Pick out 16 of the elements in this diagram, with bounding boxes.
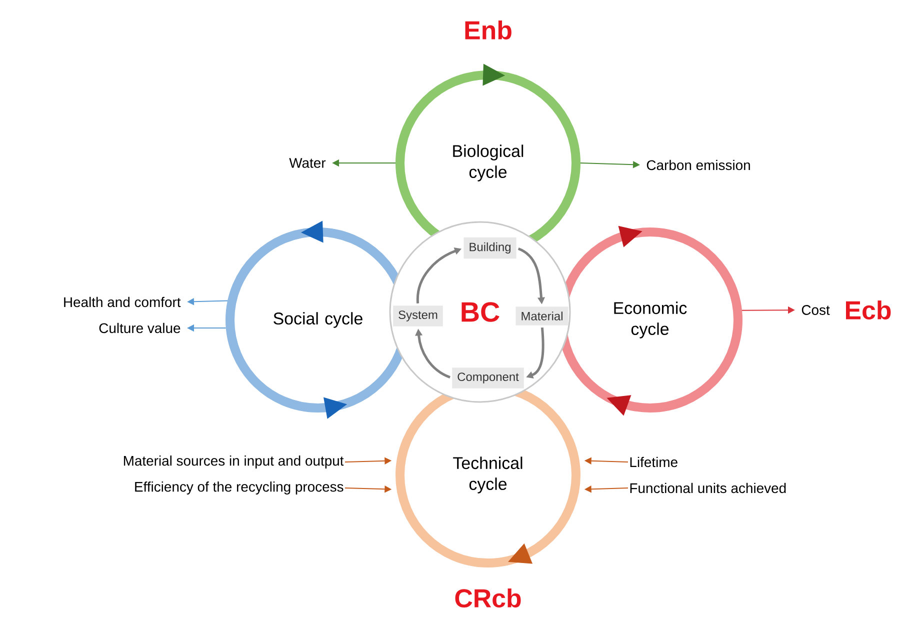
annotation-text: Carbon emission [646,160,750,170]
label-box: Component [452,368,524,388]
annotation-text: Efficiency of the recycling process [135,482,344,494]
annotation-text: Water [289,158,326,168]
annotation-text: Functional units achieved [630,482,786,494]
code-label: Ecb [846,300,891,320]
annotation-text: Lifetime [630,456,678,468]
label-box: Material [516,306,568,326]
annotation-text: Material sources in input and output [124,456,344,468]
code-label: CRcb [455,588,521,608]
label-box: System [393,306,443,326]
code-label: Enb [465,20,512,40]
annotation-text: Culture value [99,322,180,334]
label-box: Building [464,237,516,259]
annotation-text: Cost [802,305,830,315]
annotation-text: Health and comfort [64,296,181,308]
